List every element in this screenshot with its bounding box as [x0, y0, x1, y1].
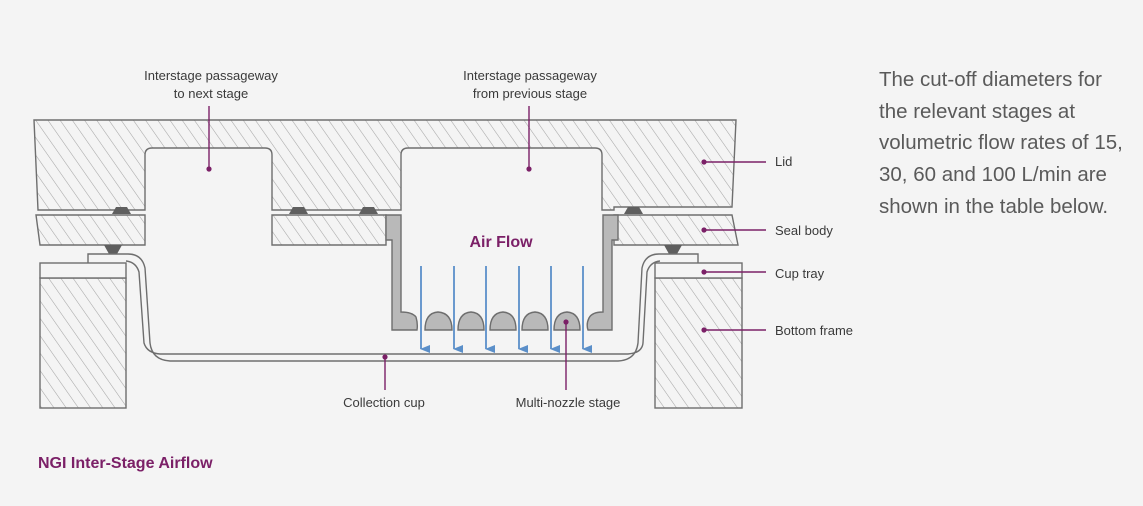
nozzle-bump: [457, 311, 485, 331]
air-flow-label: Air Flow: [469, 234, 533, 251]
seal-body-seal: [664, 245, 682, 254]
ngi-airflow-diagram: Air Flow Interstage passageway to next s…: [33, 68, 853, 410]
nozzle-stage-left-wall: [385, 214, 419, 331]
passage-prev-label-line2: from previous stage: [473, 86, 587, 101]
lid-label: Lid: [775, 154, 792, 169]
bottom-frame-left: [39, 277, 127, 409]
diagram-caption: NGI Inter-Stage Airflow: [38, 455, 213, 472]
collection-cup-label: Collection cup: [343, 395, 425, 410]
cup-tray-left: [39, 262, 127, 279]
lid-seal: [112, 207, 131, 214]
bottom-frame-right: [654, 277, 743, 409]
passage-next-dot: [206, 166, 212, 172]
collection-cup-inner: [125, 260, 661, 355]
description-text: The cut-off diameters for the relevant s…: [879, 68, 1123, 218]
cup-tray-label: Cup tray: [775, 266, 825, 281]
seal-body-seal: [104, 245, 122, 254]
lid: [33, 119, 737, 211]
passage-next-label-line1: Interstage passageway: [144, 68, 278, 83]
nozzle-stage-right-wall: [586, 214, 619, 331]
lid-seal: [624, 207, 643, 214]
passage-next-label-line2: to next stage: [174, 86, 248, 101]
multi-nozzle-label: Multi-nozzle stage: [516, 395, 621, 410]
seal-body-label: Seal body: [775, 223, 833, 238]
airflow-arrows: [420, 266, 592, 353]
seal-body-middle: [271, 214, 387, 246]
collection-cup: [87, 253, 699, 362]
lid-seal: [359, 207, 378, 214]
nozzle-bump: [521, 311, 549, 331]
nozzle-bump: [424, 311, 453, 331]
passage-prev-label-line1: Interstage passageway: [463, 68, 597, 83]
bottom-frame-label: Bottom frame: [775, 323, 853, 338]
nozzle-bump: [489, 311, 517, 331]
cup-tray-right: [654, 262, 743, 279]
lid-seal: [289, 207, 308, 214]
passage-prev-dot: [526, 166, 532, 172]
seal-body-left: [35, 214, 146, 246]
